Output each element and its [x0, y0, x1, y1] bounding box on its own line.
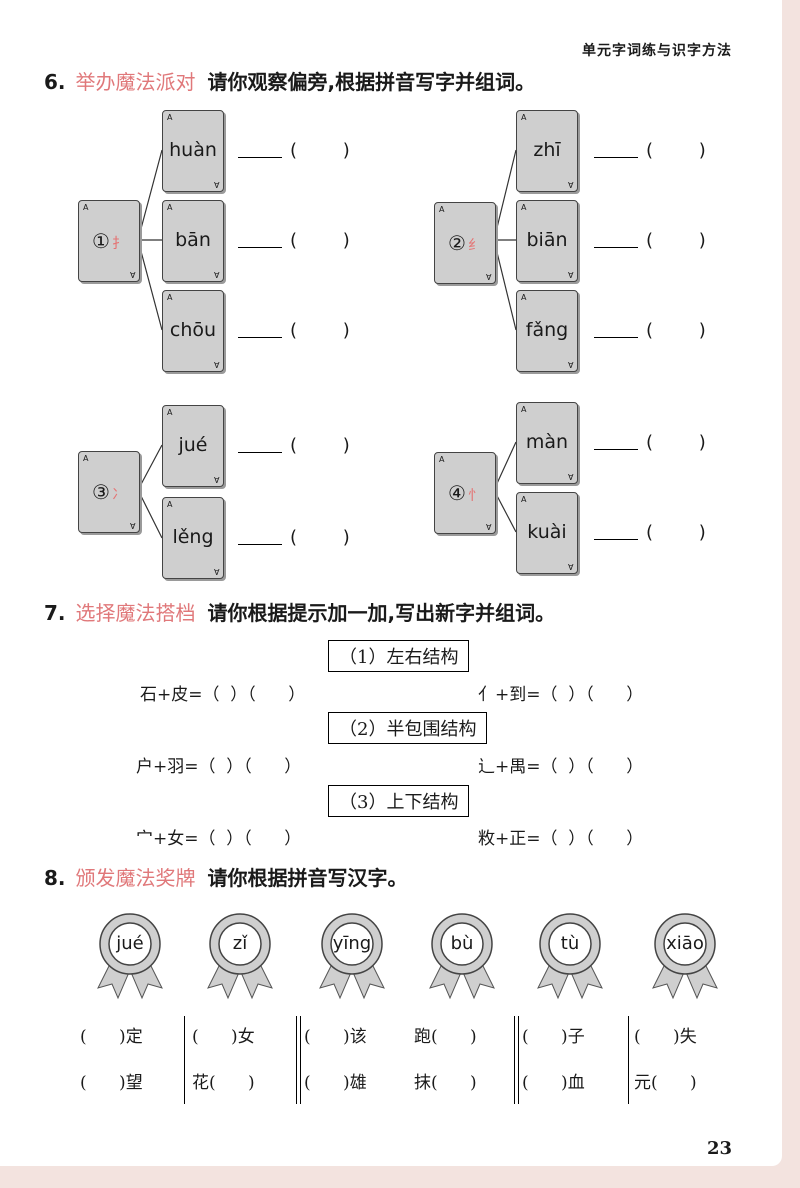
structure-label-left-right: （1）左右结构 — [328, 640, 470, 672]
answer-blank[interactable]: ( ) — [594, 432, 706, 453]
question-number: 6. — [44, 70, 66, 94]
answer-blank[interactable]: ( ) — [594, 140, 706, 161]
question-7-title: 7.选择魔法搭档请你根据提示加一加,写出新字并组词。 — [44, 601, 556, 625]
question-6-title: 6. 举办魔法派对请你观察偏旁,根据拼音写字并组词。 — [44, 66, 535, 95]
fill-in-cell[interactable]: ( )子 — [522, 1027, 585, 1047]
column-divider — [628, 1016, 629, 1104]
question-instruction: 请你观察偏旁,根据拼音写字并组词。 — [207, 70, 536, 94]
fill-in-cell[interactable]: ( )望 — [80, 1073, 143, 1093]
radical-glyph: 冫 — [111, 487, 126, 503]
fill-in-cell[interactable]: ( )女 — [192, 1027, 255, 1047]
answer-blank[interactable]: ( ) — [238, 527, 350, 548]
equation[interactable]: 亻+到=（ ）（ ） — [478, 685, 644, 705]
medal-badge: jué — [90, 912, 170, 1002]
structure-label-semi-enclosed: （2）半包围结构 — [328, 712, 488, 744]
column-divider — [518, 1016, 519, 1104]
equation[interactable]: 石+皮=（ ）（ ） — [140, 685, 306, 705]
answer-blank[interactable]: ( ) — [594, 522, 706, 543]
workbook-page: 单元字词练与识字方法 6. 举办魔法派对请你观察偏旁,根据拼音写字并组词。 A ①… — [0, 0, 782, 1166]
equation[interactable]: 辶+禺=（ ）（ ） — [478, 757, 644, 777]
medal-badge: yīng — [312, 912, 392, 1002]
medal-badge: zǐ — [200, 912, 280, 1002]
radical-glyph: 纟 — [467, 238, 482, 254]
structure-label-top-bottom: （3）上下结构 — [328, 785, 470, 817]
question-8-title: 8.颁发魔法奖牌请你根据拼音写汉字。 — [44, 866, 408, 890]
question-theme: 举办魔法派对 — [75, 70, 196, 94]
fill-in-cell[interactable]: ( )定 — [80, 1027, 143, 1047]
column-divider — [514, 1016, 515, 1104]
card-connector-lines — [137, 149, 517, 539]
column-divider — [296, 1016, 297, 1104]
answer-blank[interactable]: ( ) — [238, 140, 350, 161]
medal-badge: xiāo — [645, 912, 725, 1002]
fill-in-cell[interactable]: ( )该 — [304, 1027, 367, 1047]
medal-badge: tù — [530, 912, 610, 1002]
fill-in-cell[interactable]: ( )血 — [522, 1073, 585, 1093]
column-divider — [300, 1016, 301, 1104]
fill-in-cell[interactable]: ( )失 — [634, 1027, 697, 1047]
column-divider — [184, 1016, 185, 1104]
answer-blank[interactable]: ( ) — [594, 320, 706, 341]
equation[interactable]: 户+羽=（ ）（ ） — [136, 757, 302, 777]
page-number: 23 — [706, 1138, 732, 1159]
answer-blank[interactable]: ( ) — [594, 230, 706, 251]
fill-in-cell[interactable]: 抹( ) — [414, 1073, 477, 1093]
radical-glyph: 扌 — [111, 236, 126, 252]
fill-in-cell[interactable]: ( )雄 — [304, 1073, 367, 1093]
medal-badge: bù — [422, 912, 502, 1002]
answer-blank[interactable]: ( ) — [238, 230, 350, 251]
page-header: 单元字词练与识字方法 — [582, 43, 732, 59]
fill-in-cell[interactable]: 花( ) — [192, 1073, 255, 1093]
answer-blank[interactable]: ( ) — [238, 435, 350, 456]
fill-in-cell[interactable]: 跑( ) — [414, 1027, 477, 1047]
fill-in-cell[interactable]: 元( ) — [634, 1073, 697, 1093]
answer-blank[interactable]: ( ) — [238, 320, 350, 341]
equation[interactable]: 敉+正=（ ）（ ） — [478, 829, 644, 849]
radical-glyph: 忄 — [467, 488, 482, 504]
equation[interactable]: 宀+女=（ ）（ ） — [136, 829, 302, 849]
